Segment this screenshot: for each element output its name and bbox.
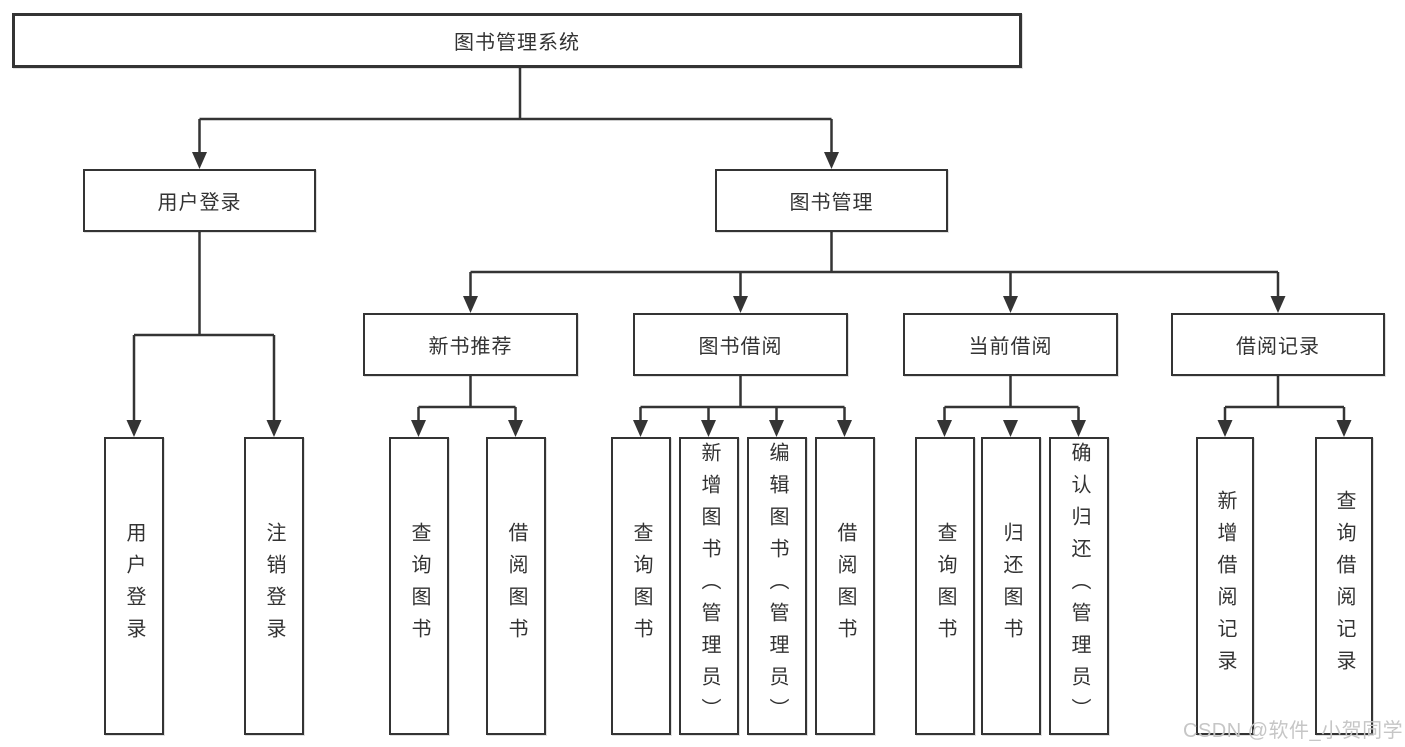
node-user-login-branch: 用户登录 [83,169,316,232]
node-leaf-add-borrow-record-label: 新增借阅记录 [1214,490,1236,682]
node-library-system: 图书管理系统 [12,13,1022,68]
node-leaf-query-books-2-label: 查询图书 [630,522,652,650]
node-leaf-query-books-1: 查询图书 [389,437,449,735]
node-leaf-query-books-1-label: 查询图书 [408,522,430,650]
node-leaf-query-books-3-label: 查询图书 [934,522,956,650]
node-borrowing-records-label: 借阅记录 [1236,336,1320,358]
node-leaf-query-books-3: 查询图书 [915,437,975,735]
node-leaf-add-book-admin: 新增图书（管理员） [679,437,739,735]
node-leaf-borrow-books-2: 借阅图书 [815,437,875,735]
node-leaf-query-borrow-record-label: 查询借阅记录 [1333,490,1355,682]
node-leaf-query-borrow-record: 查询借阅记录 [1315,437,1373,735]
node-current-borrowing-label: 当前借阅 [968,336,1053,358]
node-leaf-edit-book-admin: 编辑图书（管理员） [747,437,807,735]
node-leaf-confirm-return-admin: 确认归还（管理员） [1049,437,1109,735]
node-current-borrowing: 当前借阅 [903,313,1118,376]
node-book-management: 图书管理 [715,169,948,232]
node-book-management-label: 图书管理 [789,192,874,214]
node-leaf-logout-label: 注销登录 [263,522,285,650]
node-leaf-borrow-books-1: 借阅图书 [486,437,546,735]
node-leaf-borrow-books-1-label: 借阅图书 [505,522,527,650]
node-book-borrowing: 图书借阅 [633,313,848,376]
node-book-borrowing-label: 图书借阅 [698,336,783,358]
node-leaf-logout: 注销登录 [244,437,304,735]
node-leaf-user-login: 用户登录 [104,437,164,735]
node-new-book-recommend-label: 新书推荐 [428,336,513,358]
node-leaf-edit-book-admin-label: 编辑图书（管理员） [766,442,788,730]
node-leaf-confirm-return-admin-label: 确认归还（管理员） [1068,442,1090,730]
node-leaf-add-borrow-record: 新增借阅记录 [1196,437,1254,735]
watermark-text: CSDN @软件_小贺同学 [1183,720,1404,742]
node-new-book-recommend: 新书推荐 [363,313,578,376]
tree-edges [132,68,1346,422]
node-leaf-borrow-books-2-label: 借阅图书 [834,522,856,650]
node-leaf-return-book: 归还图书 [981,437,1041,735]
node-library-system-label: 图书管理系统 [454,32,580,54]
node-leaf-add-book-admin-label: 新增图书（管理员） [698,442,720,730]
node-leaf-user-login-label: 用户登录 [123,522,145,650]
node-user-login-branch-label: 用户登录 [157,192,242,214]
node-borrowing-records: 借阅记录 [1171,313,1385,376]
node-leaf-query-books-2: 查询图书 [611,437,671,735]
node-leaf-return-book-label: 归还图书 [1000,522,1022,650]
